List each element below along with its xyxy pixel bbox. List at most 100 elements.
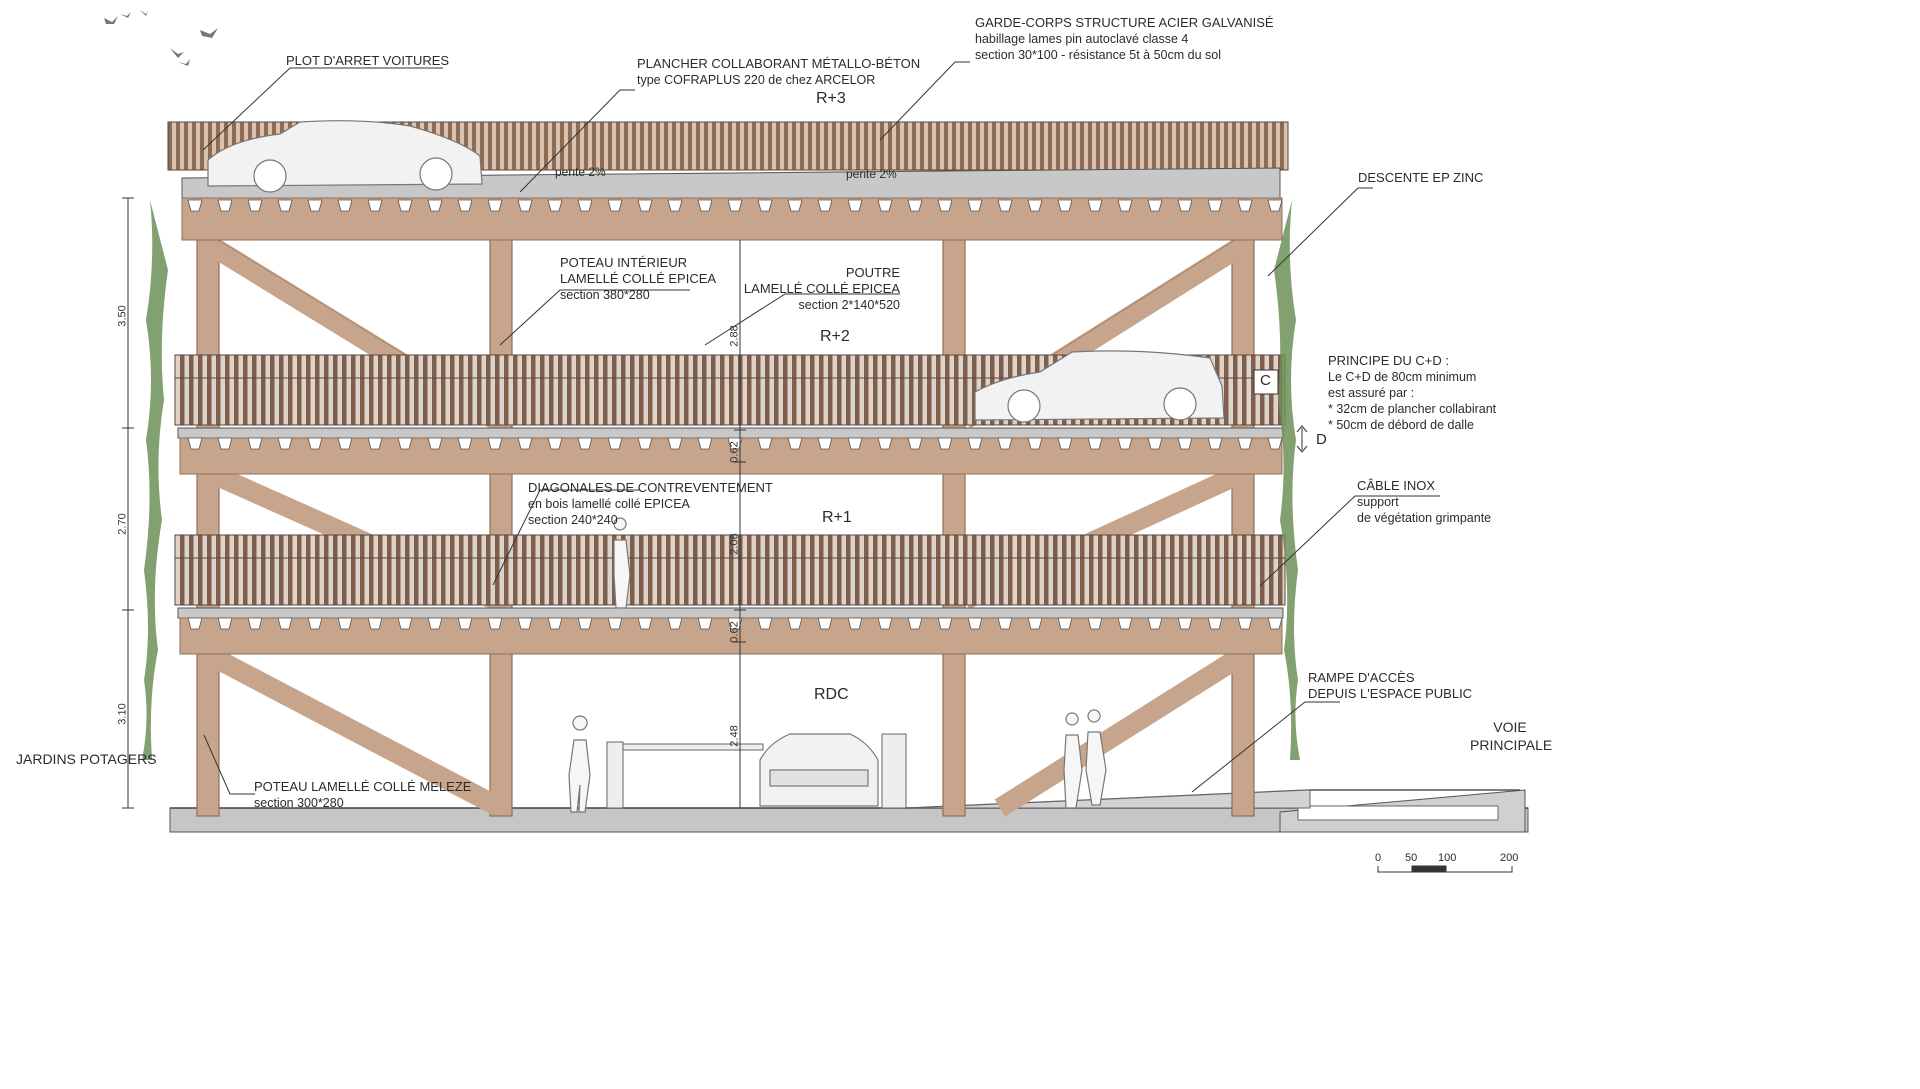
deck-rib [1207, 437, 1223, 450]
climbing-plants [142, 200, 1300, 760]
dimension-lines [122, 197, 746, 809]
label-descente-ep: DESCENTE EP ZINC [1358, 170, 1484, 185]
deck-rib [577, 199, 593, 212]
deck-rib [907, 617, 923, 630]
label-voie-principale: VOIE PRINCIPALE [1470, 719, 1553, 753]
label-plot-arret: PLOT D'ARRET VOITURES [286, 53, 450, 68]
deck-rib [337, 199, 353, 212]
deck-rib [847, 199, 863, 212]
deck-rib [667, 199, 683, 212]
deck-rib [847, 617, 863, 630]
deck-rib [907, 199, 923, 212]
deck-rib [697, 199, 713, 212]
deck-rib [367, 199, 383, 212]
level-label-rdc: RDC [814, 686, 849, 703]
deck-rib [1027, 437, 1043, 450]
deck-rib [277, 199, 293, 212]
deck-rib [997, 199, 1013, 212]
deck-rib [787, 617, 803, 630]
deck-rib [697, 437, 713, 450]
label-rampe: RAMPE D'ACCÈS DEPUIS L'ESPACE PUBLIC [1308, 670, 1473, 701]
deck-rib [1027, 199, 1043, 212]
deck-rib [877, 617, 893, 630]
deck-rib [1117, 617, 1133, 630]
dim-outer-2: 2.70 [116, 513, 129, 535]
deck-rib [727, 199, 743, 212]
label-jardins: JARDINS POTAGERS [16, 751, 157, 767]
deck-rib [727, 617, 743, 630]
cd-letter-c: C [1260, 372, 1271, 389]
dim-outer-1: 3.50 [116, 305, 129, 327]
deck-rib [547, 617, 563, 630]
leader-lines [202, 61, 1440, 795]
label-plancher: PLANCHER COLLABORANT MÉTALLO-BÉTON type … [637, 56, 921, 87]
deck-rib [637, 437, 653, 450]
deck-rib [397, 199, 413, 212]
deck-rib [787, 437, 803, 450]
deck-rib [1087, 437, 1103, 450]
deck-rib [1207, 199, 1223, 212]
label-garde-corps: GARDE-CORPS STRUCTURE ACIER GALVANISÉ ha… [975, 15, 1274, 62]
deck-rib [1117, 437, 1133, 450]
level-label-r1: R+1 [822, 509, 852, 526]
column-interior-1 [489, 237, 513, 817]
deck-rib [667, 617, 683, 630]
slope-left: pente 2% [555, 165, 606, 179]
barrier-icon [606, 733, 907, 809]
slope-right: pente 2% [846, 167, 897, 181]
deck-rib [577, 617, 593, 630]
deck-rib [877, 199, 893, 212]
label-principe-cd: PRINCIPE DU C+D : Le C+D de 80cm minimum… [1328, 353, 1497, 432]
deck-rib [1057, 437, 1073, 450]
scale-bar [1377, 865, 1513, 873]
level-label-r3: R+3 [816, 90, 846, 107]
car-rdc-icon [759, 733, 879, 807]
column-interior-2 [942, 237, 966, 817]
deck-rib [847, 437, 863, 450]
deck-rib [1087, 199, 1103, 212]
deck-rib [307, 617, 323, 630]
deck-rib [217, 617, 233, 630]
deck-rib [607, 437, 623, 450]
deck-rib [1237, 199, 1253, 212]
deck-rib [937, 199, 953, 212]
deck-rib [637, 199, 653, 212]
deck-rib [967, 437, 983, 450]
deck-rib [817, 199, 833, 212]
deck-rib [517, 437, 533, 450]
deck-rib [817, 617, 833, 630]
deck-rib [337, 437, 353, 450]
dim-inner-5: 2.48 [728, 725, 741, 747]
cd-detail [1253, 369, 1308, 453]
deck-rib [1057, 617, 1073, 630]
deck-rib [217, 437, 233, 450]
deck-rib [457, 437, 473, 450]
deck-rib [187, 617, 203, 630]
deck-rib [487, 437, 503, 450]
deck-rib [1147, 617, 1163, 630]
section-elevation-svg [104, 10, 1529, 873]
deck-rib [487, 617, 503, 630]
deck-rib [547, 199, 563, 212]
label-poteau-interieur: POTEAU INTÉRIEUR LAMELLÉ COLLÉ EPICEA se… [560, 255, 717, 302]
deck-rib [547, 437, 563, 450]
birds-icon [104, 10, 218, 66]
deck-rib [427, 617, 443, 630]
deck-rib [1177, 437, 1193, 450]
label-diagonales: DIAGONALES DE CONTREVENTEMENT en bois la… [528, 480, 773, 527]
deck-rib [1147, 437, 1163, 450]
deck-rib [307, 437, 323, 450]
deck-rib [907, 437, 923, 450]
deck-rib [427, 437, 443, 450]
deck-rib [1267, 199, 1283, 212]
deck-rib [1237, 617, 1253, 630]
deck-rib [187, 199, 203, 212]
dim-inner-1: 2.88 [728, 325, 741, 347]
deck-rib [967, 617, 983, 630]
section-drawing: R+3 R+2 R+1 RDC pente 2% pente 2% PLOT D… [16, 10, 1553, 873]
deck-rib [247, 437, 263, 450]
deck-rib [1267, 617, 1283, 630]
deck-rib [1087, 617, 1103, 630]
column-left-outer [196, 237, 220, 817]
deck-rib [1177, 617, 1193, 630]
